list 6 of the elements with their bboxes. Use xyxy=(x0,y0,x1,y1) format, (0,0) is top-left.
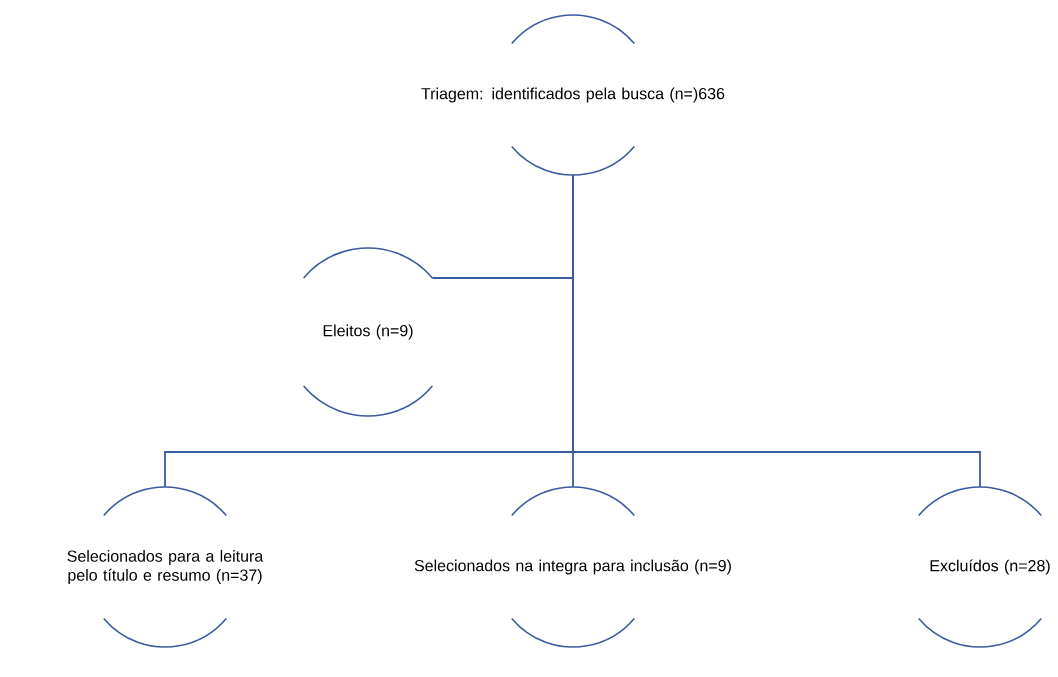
connector-line xyxy=(572,174,981,488)
circle-node: Selecionados para a leitura pelo título e resumo (n=37) xyxy=(67,486,264,648)
circle-node: Selecionados na integra para inclusão (n=9) xyxy=(414,486,731,648)
circle-node: Triagem: identificados pela busca (n=)636 xyxy=(421,14,725,176)
circle-node: Excluídos (n=28) xyxy=(917,486,1050,648)
circle-node: Eleitos (n=9) xyxy=(302,247,434,417)
